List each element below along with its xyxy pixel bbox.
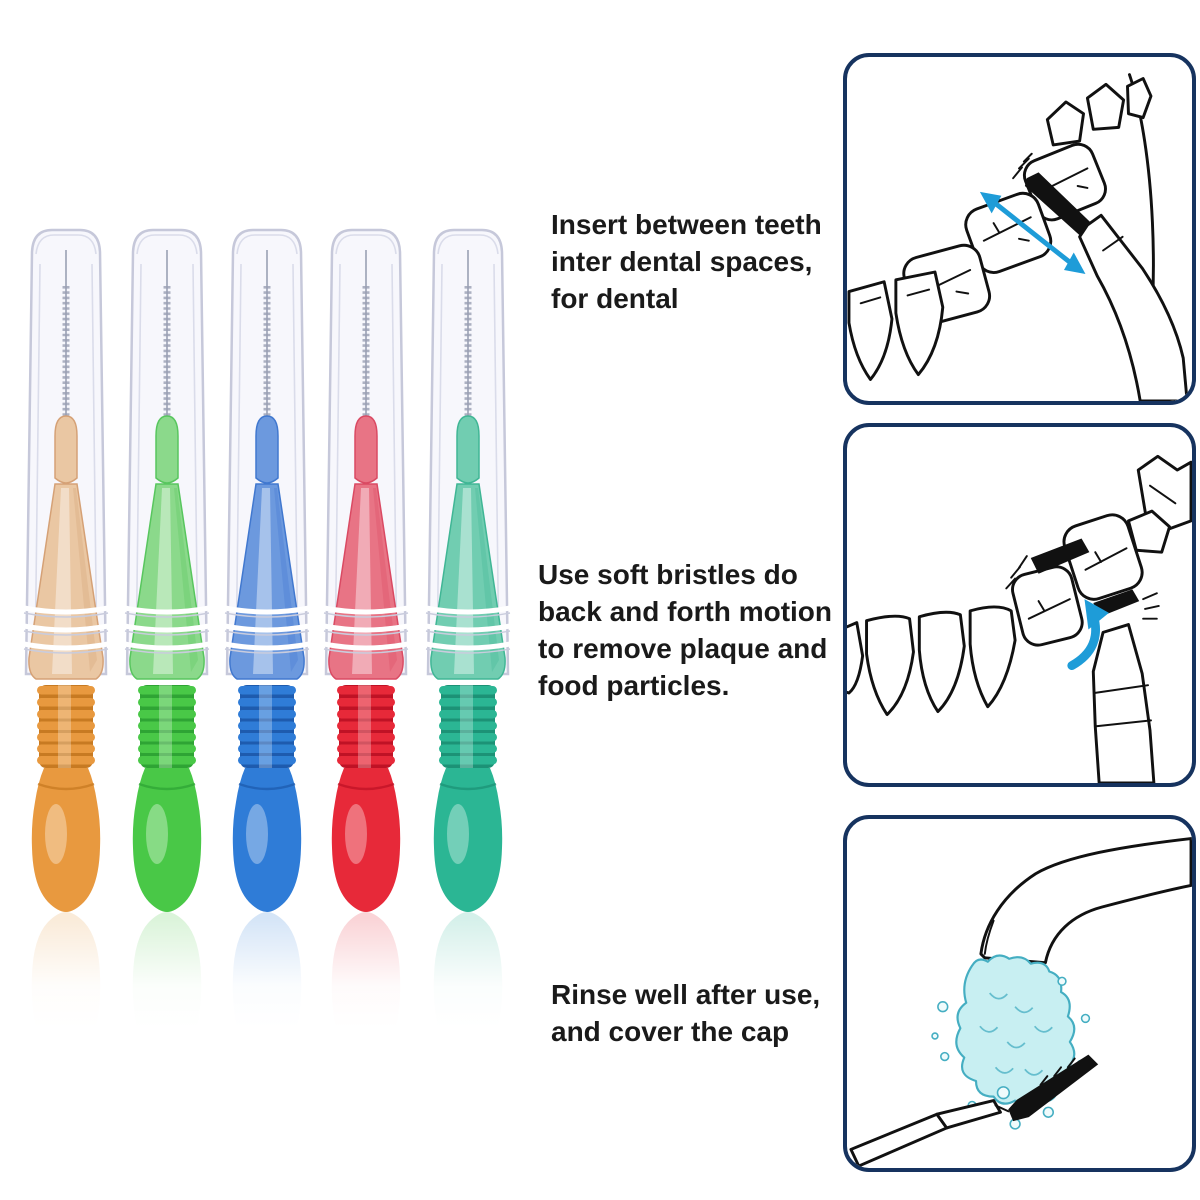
brush-handle-outline bbox=[1091, 623, 1156, 783]
brush-tip-between-teeth bbox=[1093, 589, 1140, 617]
brush-cap-rings bbox=[224, 605, 310, 654]
teeth-motion-illustration bbox=[847, 454, 1192, 783]
instruction-text-insert: Insert between teeth inter dental spaces… bbox=[551, 209, 822, 314]
bristle-ticks bbox=[1039, 1057, 1076, 1086]
brush-handle-outline bbox=[849, 1099, 1010, 1168]
brush-grip bbox=[439, 685, 497, 768]
water-droplet-on-brush bbox=[996, 1086, 1011, 1100]
brush-grip bbox=[37, 685, 95, 768]
teeth-insert-illustration bbox=[847, 73, 1189, 401]
brush-handle-bulb bbox=[132, 768, 202, 912]
instruction-text-rinse: Rinse well after use, and cover the cap bbox=[551, 979, 821, 1047]
brush-tip-black bbox=[1024, 172, 1096, 239]
brush-grip bbox=[238, 685, 296, 768]
panel-rinse-under-tap bbox=[843, 815, 1196, 1172]
brush-head-black bbox=[1008, 1054, 1099, 1122]
faucet-spout bbox=[979, 837, 1192, 965]
instruction-text-motion: Use soft bristles do back and forth moti… bbox=[538, 559, 832, 701]
lower-teeth-row bbox=[847, 454, 1192, 717]
brush-cap-rings bbox=[425, 605, 511, 654]
reflection-fade bbox=[0, 918, 560, 1088]
brush-handle-bulb bbox=[433, 768, 503, 912]
brush-cap-rings bbox=[323, 605, 409, 654]
brush-tip-black bbox=[1030, 538, 1090, 574]
brush-handle-bulb bbox=[331, 768, 401, 912]
panel-back-forth-motion bbox=[843, 423, 1196, 787]
rinse-illustration bbox=[849, 837, 1192, 1168]
interdental-brush-orange bbox=[23, 228, 109, 1056]
brush-handle-bulb bbox=[232, 768, 302, 912]
brush-cap-rings bbox=[124, 605, 210, 654]
brush-handle-outline bbox=[1078, 213, 1189, 401]
brush-grip bbox=[337, 685, 395, 768]
water-stream bbox=[931, 954, 1091, 1130]
brush-handle-bulb bbox=[31, 768, 101, 912]
brush-cap-rings bbox=[23, 605, 109, 654]
bristle-ticks-left bbox=[1005, 555, 1028, 590]
rotation-arrow bbox=[1067, 599, 1109, 671]
insert-direction-arrow bbox=[979, 191, 1086, 274]
bristle-ticks-right bbox=[1142, 592, 1160, 620]
bristle-ticks bbox=[1012, 152, 1033, 180]
brush-grip bbox=[138, 685, 196, 768]
panel-insert-between-teeth bbox=[843, 53, 1196, 405]
